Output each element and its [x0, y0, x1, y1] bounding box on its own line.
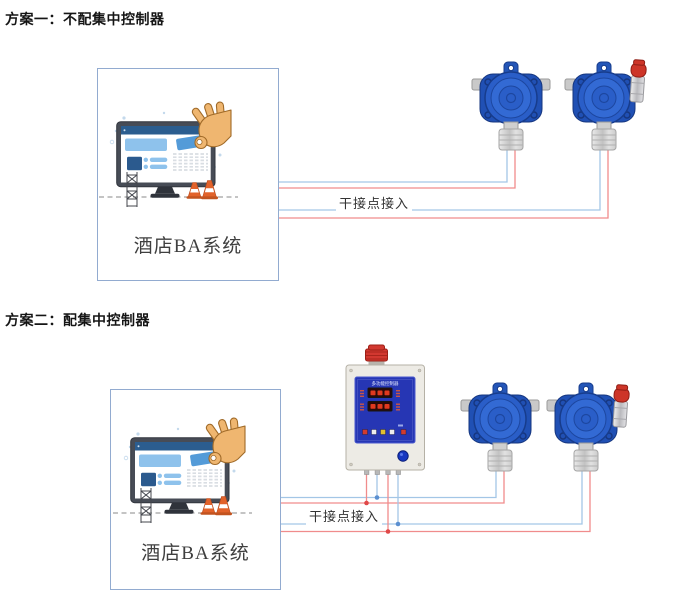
- led-display: [370, 404, 390, 409]
- junction-dot: [374, 495, 380, 500]
- gas-detector-icon: [460, 382, 540, 472]
- wire-blue: [281, 471, 497, 499]
- ba-system-label: 酒店BA系统: [141, 543, 250, 564]
- panel-buttons: [362, 429, 407, 435]
- junction-dot: [395, 521, 401, 527]
- controller-panel-title: 多功能控制器: [372, 380, 399, 387]
- scheme2-group: 多功能控制器: [110, 344, 631, 590]
- scheme1-heading: 方案一：不配集中控制器: [5, 11, 165, 27]
- ba-system-illustration: [98, 100, 239, 208]
- sound-light-alarm-icon: [611, 383, 631, 428]
- controller-knob: [397, 450, 409, 462]
- gas-alarm-controller-icon: 多功能控制器: [345, 344, 425, 475]
- wire-blue: [279, 150, 508, 183]
- wire-red: [279, 150, 609, 219]
- scheme2-heading: 方案二：配集中控制器: [5, 312, 150, 328]
- dry-contact-label: 干接点接入: [306, 506, 383, 525]
- ba-system-illustration: [112, 416, 253, 524]
- junction-dot: [364, 500, 369, 506]
- led-display: [370, 390, 390, 396]
- gas-detector-icon: [471, 61, 551, 151]
- sound-light-alarm-icon: [628, 58, 648, 103]
- wire-red: [281, 471, 505, 504]
- ba-system-label: 酒店BA系统: [133, 236, 243, 257]
- wire-red: [279, 150, 516, 189]
- ba-system-box: [97, 68, 279, 281]
- ba-system-box: [110, 389, 281, 590]
- indicator-marks: [360, 390, 400, 411]
- controller-beacon-icon: [365, 344, 388, 365]
- gas-detector-icon: [564, 61, 644, 151]
- wire-blue: [279, 150, 601, 211]
- panel-mark: [398, 424, 403, 427]
- junction-dot: [385, 529, 391, 534]
- gas-detector-icon: [546, 382, 626, 472]
- wire-red: [281, 471, 591, 533]
- dry-contact-label: 干接点接入: [336, 193, 413, 212]
